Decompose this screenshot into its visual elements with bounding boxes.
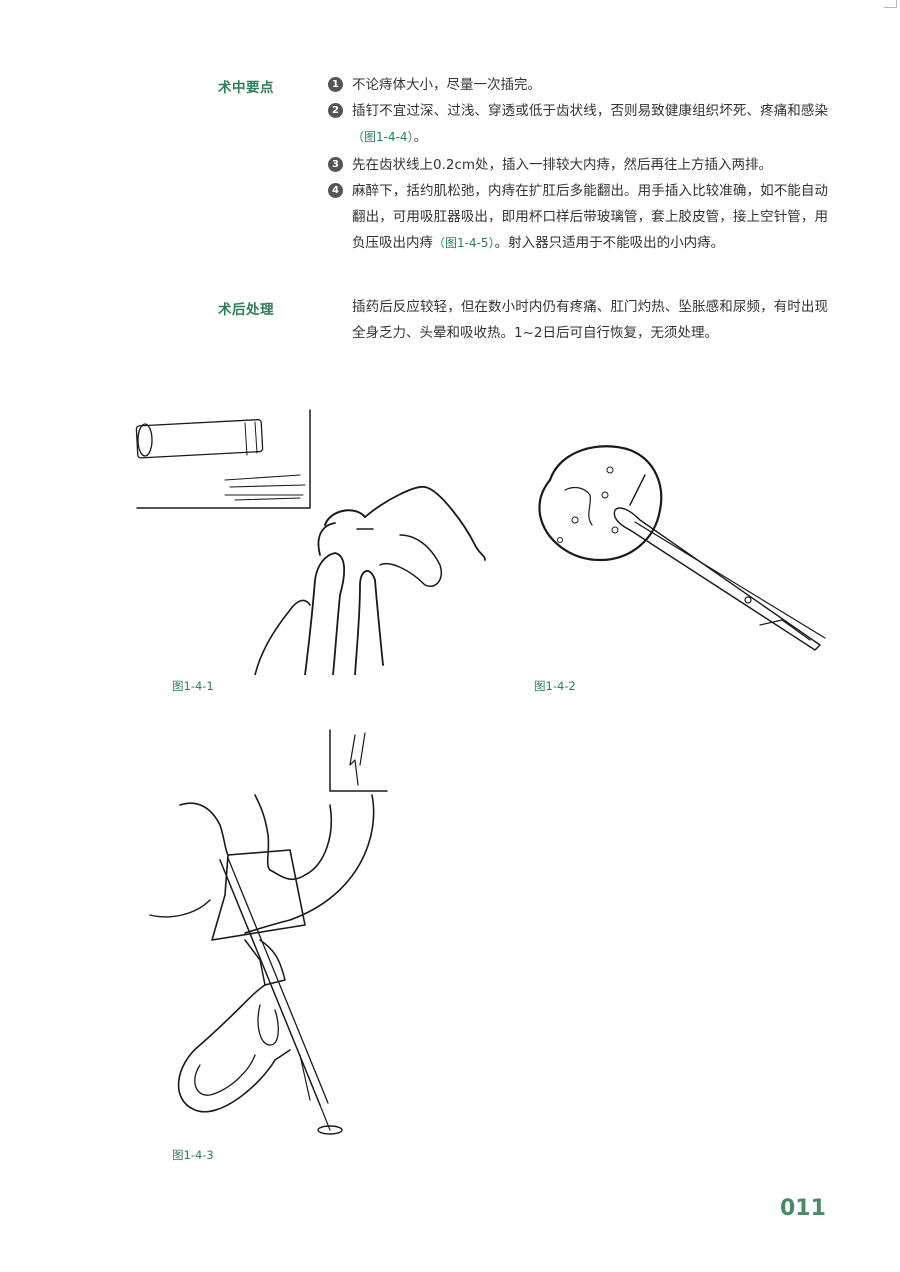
item-text: 先在齿状线上0.2cm处，插入一排较大内痔，然后再往上方插入两排。 — [352, 157, 773, 173]
section-label-postop: 术后处理 — [218, 302, 274, 318]
section-label-intraop: 术中要点 — [218, 80, 274, 96]
item-text: 麻醉下，括约肌松弛，内痔在扩肛后多能翻出。用手插入比较准确，如不能自动翻出，可用… — [352, 183, 828, 251]
figure-reference: （图1-4-5） — [433, 236, 495, 250]
crop-mark — [884, 0, 897, 8]
number-badge: 3 — [328, 157, 343, 172]
item-text-tail: 。射入器只适用于不能吸出的小内痔。 — [494, 235, 725, 251]
figure-1-4-2-illustration — [538, 445, 826, 651]
figure-reference: （图1-4-4） — [352, 130, 414, 144]
figure-1-4-1-illustration — [135, 409, 486, 675]
list-item-1: 1 不论痔体大小，尽量一次插完。 — [328, 72, 828, 98]
postop-paragraph: 插药后反应较轻，但在数小时内仍有疼痛、肛门灼热、坠胀感和尿频，有时出现全身乏力、… — [352, 299, 828, 341]
item-text: 不论痔体大小，尽量一次插完。 — [352, 77, 541, 93]
page-number: 011 — [780, 1196, 826, 1221]
item-text-tail: 。 — [413, 129, 428, 145]
number-badge: 4 — [328, 183, 343, 198]
number-badge: 1 — [328, 77, 343, 92]
item-text: 插钉不宜过深、过浅、穿透或低于齿状线，否则易致健康组织坏死、疼痛和感染 — [352, 103, 828, 119]
number-badge: 2 — [328, 103, 343, 118]
list-item-4: 4 麻醉下，括约肌松弛，内痔在扩肛后多能翻出。用手插入比较准确，如不能自动翻出，… — [328, 178, 828, 256]
figure-caption: 图1-4-2 — [534, 679, 576, 693]
list-item-3: 3 先在齿状线上0.2cm处，插入一排较大内痔，然后再往上方插入两排。 — [328, 152, 828, 178]
figure-caption: 图1-4-3 — [172, 1148, 214, 1162]
figure-caption: 图1-4-1 — [172, 679, 214, 693]
figure-1-4-3-illustration — [149, 729, 388, 1135]
list-item-2: 2 插钉不宜过深、过浅、穿透或低于齿状线，否则易致健康组织坏死、疼痛和感染 （图1… — [328, 98, 828, 150]
